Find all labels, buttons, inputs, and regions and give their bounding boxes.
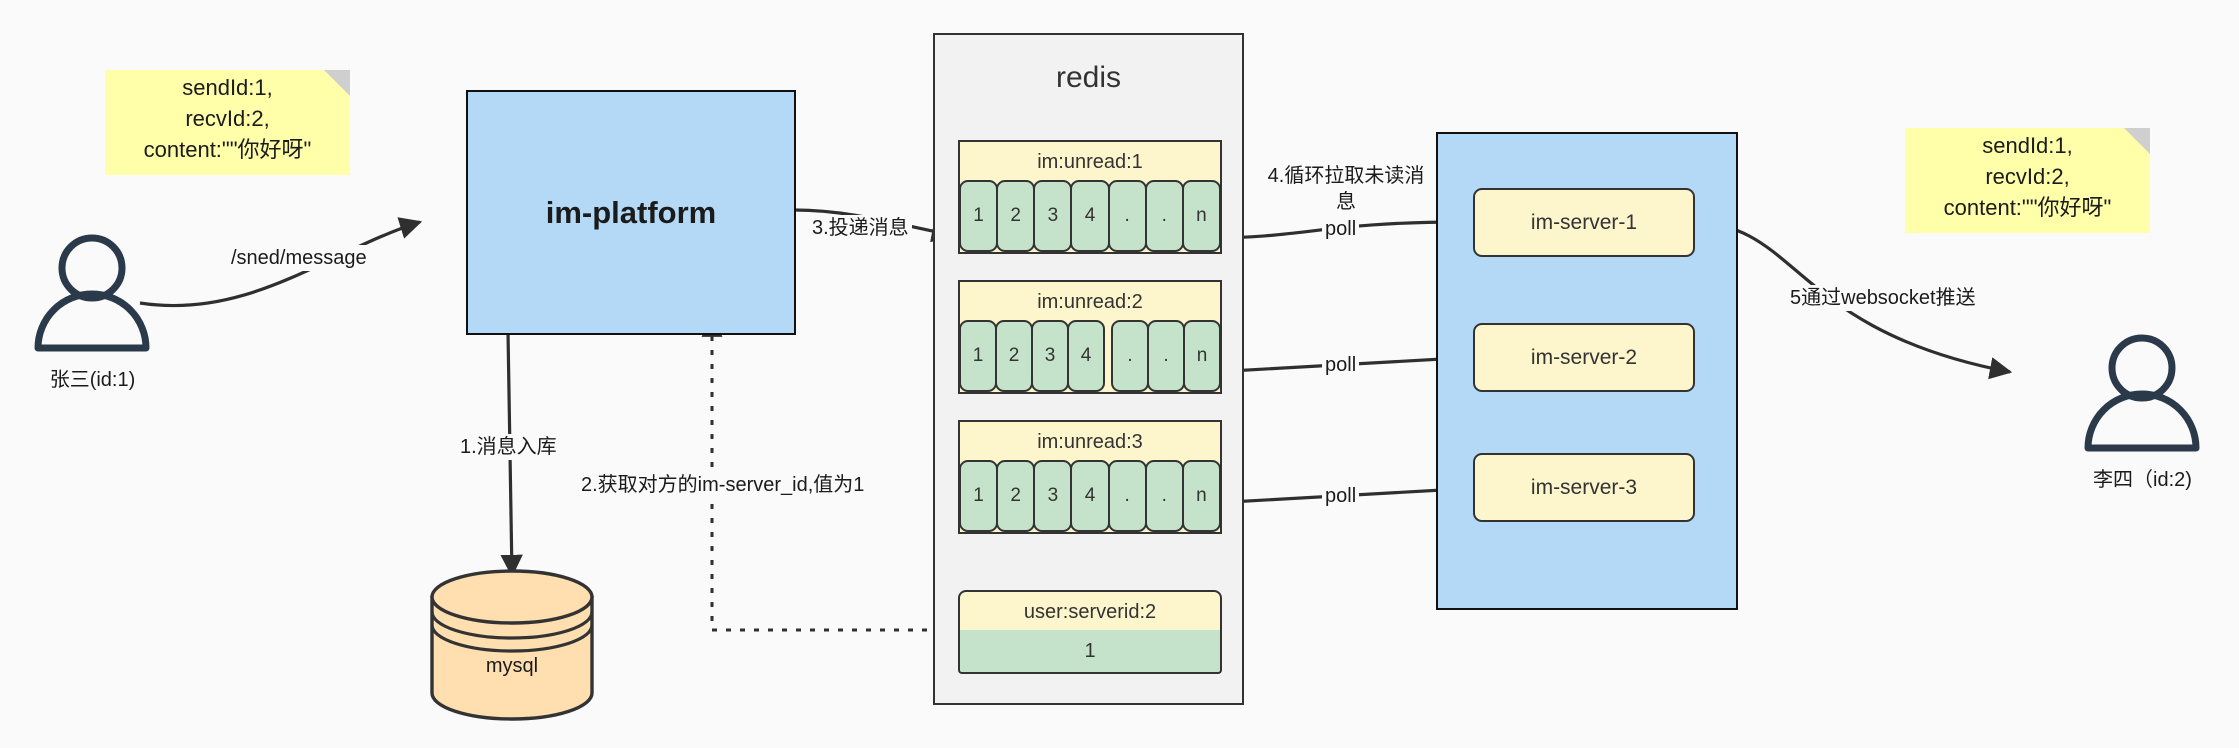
list-item: n [1181, 180, 1221, 252]
redis-key-user-serverid[interactable]: user:serverid:2 1 [958, 590, 1222, 674]
redis-key-name: user:serverid:2 [958, 590, 1222, 634]
list-item: 4 [1070, 460, 1110, 532]
list-item: 1 [959, 460, 999, 532]
edge-label-poll-1: poll [1322, 216, 1360, 242]
list-item: n [1183, 320, 1221, 392]
redis-key-cells: 1 2 3 4 . . n [958, 320, 1222, 394]
list-item: . [1147, 320, 1185, 392]
redis-key-im-unread-2[interactable]: im:unread:2 1 2 3 4 . . n [958, 280, 1222, 394]
list-item: 2 [996, 180, 1036, 252]
list-item: 3 [1033, 180, 1073, 252]
redis-key-value: 1 [958, 630, 1222, 674]
im-platform-label: im-platform [545, 194, 717, 230]
list-item: 2 [996, 460, 1036, 532]
redis-key-name: im:unread:1 [958, 140, 1222, 182]
list-item: 4 [1067, 320, 1105, 392]
note-fold-corner-icon [324, 70, 350, 96]
edge-label-step1: 1.消息入库 [457, 434, 560, 460]
edge-label-step4: 4.循环拉取未读消 息 [1258, 163, 1434, 215]
receiver-label: 李四（id:2) [2093, 469, 2192, 491]
database-cylinder-icon [430, 569, 594, 721]
list-item: 3 [1031, 320, 1069, 392]
mysql-label: mysql [485, 655, 539, 677]
redis-key-im-unread-3[interactable]: im:unread:3 1 2 3 4 . . n [958, 420, 1222, 534]
im-server-3-box[interactable]: im-server-3 [1473, 453, 1695, 522]
list-item: n [1181, 460, 1221, 532]
note-right-line-2: recvId:2, [1985, 164, 2070, 189]
list-item: 4 [1070, 180, 1110, 252]
redis-key-cells: 1 2 3 4 . . n [958, 180, 1222, 254]
list-item: 1 [959, 180, 999, 252]
list-item: 3 [1033, 460, 1073, 532]
sticky-note-left: sendId:1, recvId:2, content:""你好呀" [105, 70, 350, 175]
list-item: . [1111, 320, 1149, 392]
list-item: 2 [995, 320, 1033, 392]
note-left-line-1: sendId:1, [182, 75, 273, 100]
im-server-1-label: im-server-1 [1530, 210, 1638, 234]
note-right-line-3: content:""你好呀" [1943, 195, 2112, 220]
redis-key-name: im:unread:2 [958, 280, 1222, 322]
note-right-line-1: sendId:1, [1982, 133, 2073, 158]
redis-title: redis [1055, 61, 1122, 94]
sticky-note-right: sendId:1, recvId:2, content:""你好呀" [1905, 128, 2150, 233]
redis-key-name: im:unread:3 [958, 420, 1222, 462]
receiver-person-icon [2084, 334, 2200, 452]
list-item: . [1107, 460, 1147, 532]
im-server-1-box[interactable]: im-server-1 [1473, 188, 1695, 257]
note-fold-corner-icon [2124, 128, 2150, 154]
redis-key-cells: 1 2 3 4 . . n [958, 460, 1222, 534]
im-server-3-label: im-server-3 [1530, 475, 1638, 499]
edge-label-send-message: /sned/message [228, 245, 370, 271]
im-platform-box[interactable]: im-platform [466, 90, 796, 335]
sender-person-icon [34, 234, 150, 352]
list-item: . [1144, 460, 1184, 532]
list-item: 1 [959, 320, 997, 392]
note-left-line-3: content:""你好呀" [143, 137, 312, 162]
note-left-line-2: recvId:2, [185, 106, 270, 131]
list-item: . [1144, 180, 1184, 252]
edge-label-poll-3: poll [1322, 483, 1360, 509]
im-server-2-label: im-server-2 [1530, 345, 1638, 369]
edge-label-poll-2: poll [1322, 352, 1360, 378]
redis-key-im-unread-1[interactable]: im:unread:1 1 2 3 4 . . n [958, 140, 1222, 254]
edge-label-step3: 3.投递消息 [809, 215, 912, 241]
im-server-2-box[interactable]: im-server-2 [1473, 323, 1695, 392]
sender-label: 张三(id:1) [49, 369, 136, 391]
edge-label-step5: 5通过websocket推送 [1787, 285, 1979, 311]
list-item: . [1107, 180, 1147, 252]
edge-label-step2: 2.获取对方的im-server_id,值为1 [578, 472, 868, 498]
